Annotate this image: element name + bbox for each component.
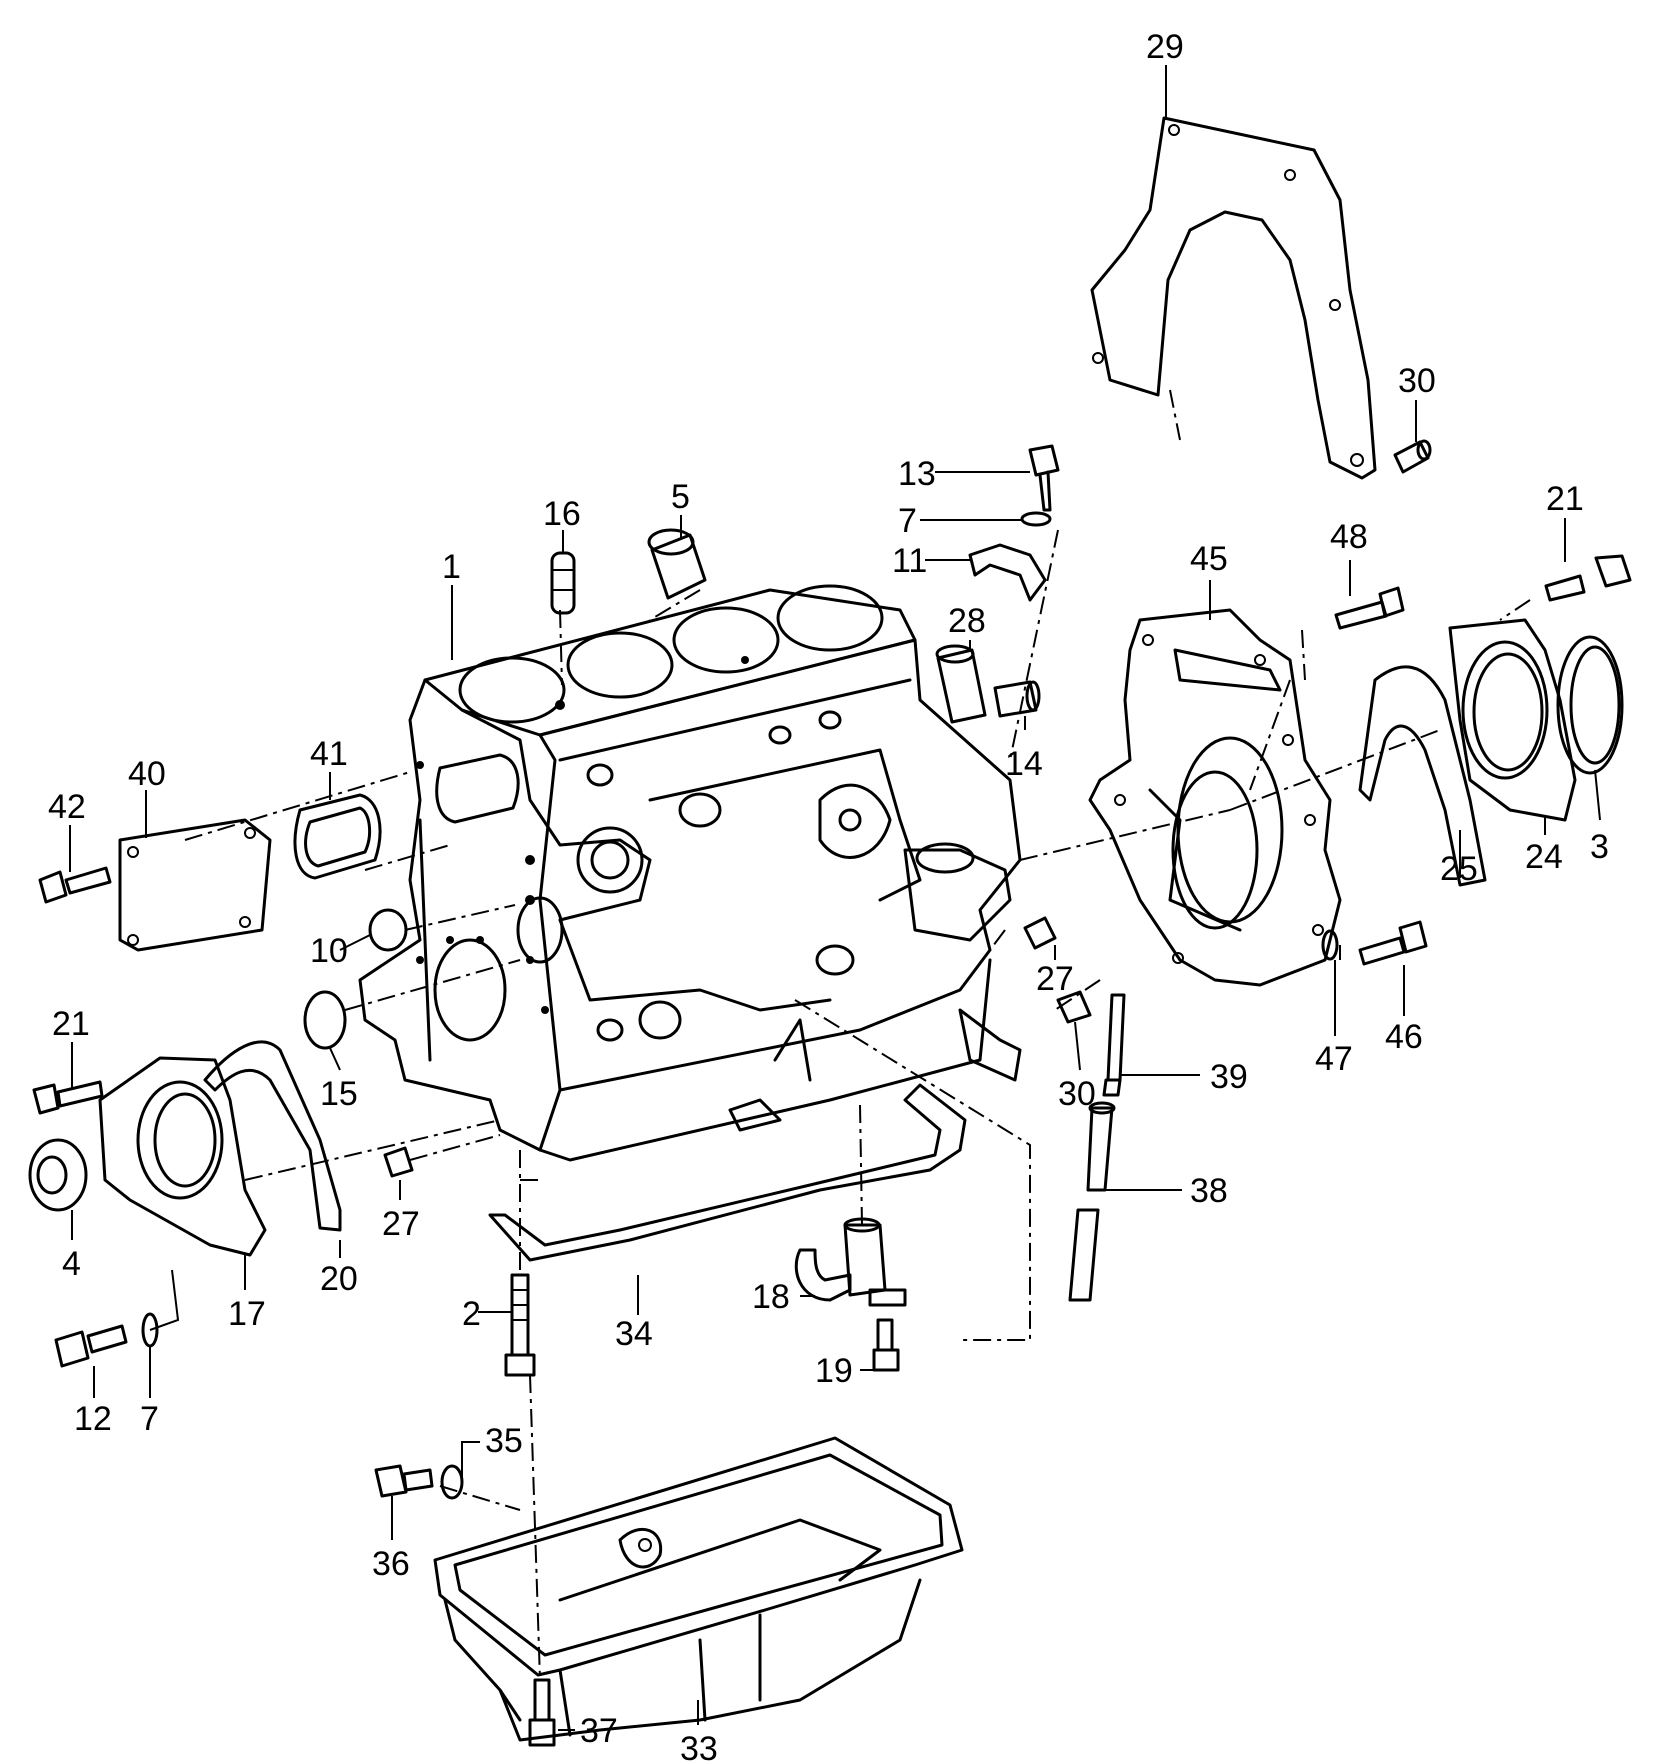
part-11-bracket [968, 543, 1047, 602]
part-21-bolt-top [1544, 554, 1632, 602]
part-5-bushing [647, 528, 707, 600]
part-7-washer-top [1020, 511, 1052, 527]
callout-15: 15 [320, 1075, 358, 1113]
callout-7-top: 7 [898, 502, 917, 540]
callout-27-right: 27 [1036, 960, 1074, 998]
callout-25: 25 [1440, 850, 1478, 888]
callout-47: 47 [1315, 1040, 1353, 1078]
part-36-drain-plug [374, 1464, 434, 1498]
part-28-sleeve [935, 644, 987, 724]
callout-37: 37 [580, 1712, 618, 1750]
part-2-bolt [504, 1273, 536, 1377]
callout-48: 48 [1330, 518, 1368, 556]
part-27-dowel-left [383, 1146, 414, 1178]
part-17-seal-flange-front [98, 1056, 267, 1257]
callout-11: 11 [892, 542, 927, 580]
part-46-bolt [1358, 920, 1428, 966]
part-35-sealing-washer [440, 1464, 464, 1500]
callout-2: 2 [462, 1295, 481, 1333]
callout-17: 17 [228, 1295, 266, 1333]
part-12-bolt [54, 1324, 128, 1368]
assembly-center-lines [184, 389, 1531, 1681]
callout-21-top: 21 [1546, 480, 1584, 518]
part-20-gasket-front [203, 1040, 342, 1232]
callout-38: 38 [1190, 1172, 1228, 1210]
callout-35: 35 [485, 1422, 523, 1460]
callout-10: 10 [310, 932, 348, 970]
leader-lines [69, 65, 1601, 1731]
callout-46: 46 [1385, 1018, 1423, 1056]
callout-30-lower: 30 [1058, 1075, 1096, 1113]
callout-39: 39 [1210, 1058, 1248, 1096]
callout-42: 42 [48, 788, 86, 826]
part-42-bolt [38, 866, 112, 904]
callout-7-left: 7 [140, 1400, 159, 1438]
callout-33: 33 [680, 1730, 718, 1764]
part-3-oil-seal-rear [1556, 635, 1624, 775]
part-21-bolt-left [32, 1080, 104, 1115]
part-48-bolt [1334, 586, 1405, 630]
callout-45: 45 [1190, 540, 1228, 578]
part-38-dipstick-tube-lower [1068, 1101, 1116, 1302]
callout-1: 1 [442, 548, 461, 586]
part-16-stud [550, 551, 576, 615]
part-29-cover-plate [1090, 116, 1377, 480]
callout-16: 16 [543, 495, 581, 533]
part-4-oil-seal-front [28, 1138, 88, 1212]
callout-30-top: 30 [1398, 362, 1436, 400]
part-13-bolt [1028, 444, 1060, 512]
callout-27-left: 27 [382, 1205, 420, 1243]
part-25-gasket [1358, 665, 1487, 887]
part-40-cover [118, 818, 272, 952]
callout-41: 41 [310, 735, 348, 773]
callout-40: 40 [128, 755, 166, 793]
callout-3: 3 [1590, 828, 1609, 866]
callout-21-left: 21 [52, 1005, 90, 1043]
part-37-bolt [528, 1678, 556, 1747]
part-33-oil-pan [433, 1436, 964, 1742]
part-10-plug [368, 908, 408, 952]
part-45-intermediate-plate [1088, 608, 1342, 987]
part-24-seal-flange [1448, 618, 1577, 822]
part-27-dowel-right [1023, 916, 1057, 950]
part-1-cylinder-block [358, 584, 1022, 1162]
part-19-bolt [872, 1318, 900, 1372]
callout-18: 18 [752, 1278, 790, 1316]
callout-36: 36 [372, 1545, 410, 1583]
callout-14: 14 [1005, 745, 1043, 783]
callout-34: 34 [615, 1315, 653, 1353]
part-34-oil-pan-gasket [488, 1083, 967, 1262]
callout-4: 4 [62, 1245, 81, 1283]
callout-20: 20 [320, 1260, 358, 1298]
callout-29: 29 [1146, 28, 1184, 66]
callout-12: 12 [74, 1400, 112, 1438]
callout-28: 28 [948, 602, 986, 640]
part-41-gasket [293, 753, 520, 880]
part-30-dowel-lower [1056, 990, 1092, 1024]
part-30-dowel-top [1393, 439, 1432, 474]
callout-13: 13 [898, 455, 936, 493]
part-39-dipstick-tube [1102, 993, 1126, 1097]
callout-labels: 29 30 13 7 11 16 5 1 28 14 45 48 21 42 4… [48, 28, 1609, 1764]
part-47-washer [1321, 929, 1339, 961]
part-18-oil-pickup [794, 1217, 907, 1307]
callout-19: 19 [815, 1352, 853, 1390]
callout-24: 24 [1525, 838, 1563, 876]
callout-5: 5 [671, 478, 690, 516]
part-15-plug [303, 990, 347, 1050]
part-14-plug [993, 680, 1041, 718]
